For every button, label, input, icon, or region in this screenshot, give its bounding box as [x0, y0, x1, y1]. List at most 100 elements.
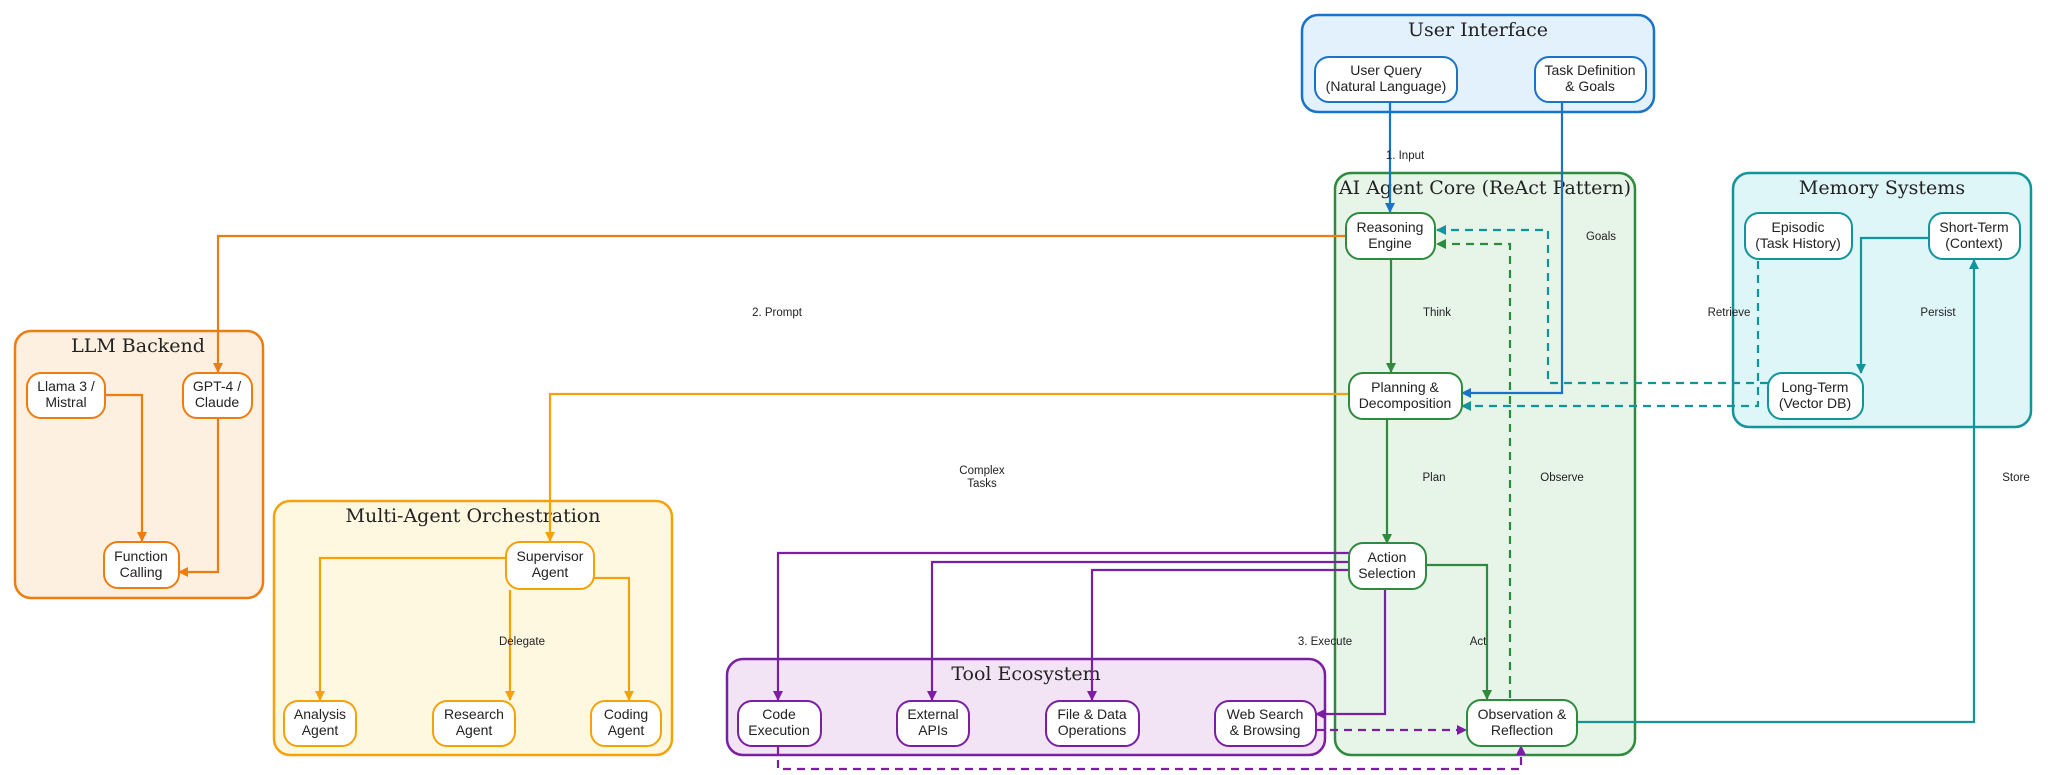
edge-label-execute: 3. Execute	[1298, 636, 1352, 648]
edge-act	[1426, 563, 1492, 700]
edge-label-store: Store	[2002, 472, 2030, 484]
svg-text:Analysis: Analysis	[294, 706, 346, 722]
svg-text:APIs: APIs	[918, 722, 948, 738]
cluster-title-llm-backend: LLM Backend	[71, 335, 205, 357]
svg-text:Agent: Agent	[456, 722, 493, 738]
edge-labels: 1. Input 2. Prompt Think Goals Retrieve …	[499, 150, 2030, 648]
svg-text:(Context): (Context)	[1945, 235, 2003, 251]
node-planning-decomposition: Planning & Decomposition	[1348, 372, 1463, 420]
cluster-title-memory-systems: Memory Systems	[1799, 177, 1965, 199]
edge-label-prompt: 2. Prompt	[752, 307, 803, 319]
svg-text:Llama 3 /: Llama 3 /	[37, 378, 95, 394]
edge-label-plan: Plan	[1422, 472, 1445, 484]
svg-text:Code: Code	[762, 706, 796, 722]
svg-text:(Natural Language): (Natural Language)	[1326, 78, 1447, 94]
svg-text:Long-Term: Long-Term	[1782, 379, 1849, 395]
edge-label-persist: Persist	[1920, 307, 1956, 319]
edge-gpt-function	[178, 415, 220, 577]
node-short-term: Short-Term (Context)	[1928, 212, 2021, 260]
svg-text:Web Search: Web Search	[1227, 706, 1304, 722]
svg-text:& Goals: & Goals	[1565, 78, 1615, 94]
svg-text:Execution: Execution	[748, 722, 809, 738]
node-episodic: Episodic (Task History)	[1744, 212, 1853, 260]
cluster-tool-ecosystem: Tool Ecosystem	[725, 657, 1327, 757]
svg-text:Short-Term: Short-Term	[1939, 219, 2008, 235]
edge-execute-code	[773, 551, 1350, 701]
svg-text:Agent: Agent	[532, 564, 569, 580]
node-long-term: Long-Term (Vector DB)	[1767, 372, 1864, 420]
svg-text:GPT-4 /: GPT-4 /	[193, 378, 241, 394]
cluster-title-user-interface: User Interface	[1408, 19, 1548, 41]
node-task-definition: Task Definition & Goals	[1534, 56, 1647, 103]
edge-observe	[1436, 239, 1512, 698]
edge-goals	[1461, 102, 1564, 398]
svg-text:Mistral: Mistral	[45, 394, 86, 410]
svg-text:External: External	[907, 706, 958, 722]
edge-label-goals: Goals	[1586, 231, 1616, 243]
node-function-calling: Function Calling	[103, 541, 180, 589]
edges	[104, 102, 1979, 771]
node-research-agent: Research Agent	[432, 700, 516, 747]
svg-text:File & Data: File & Data	[1057, 706, 1126, 722]
svg-text:Observation &: Observation &	[1478, 706, 1567, 722]
edge-label-input: 1. Input	[1386, 150, 1425, 162]
node-observation-reflection: Observation & Reflection	[1466, 699, 1578, 747]
svg-text:Coding: Coding	[604, 706, 648, 722]
svg-text:Agent: Agent	[302, 722, 339, 738]
edge-episodic-planning	[1461, 261, 1760, 411]
svg-text:Research: Research	[444, 706, 504, 722]
svg-text:(Vector DB): (Vector DB)	[1779, 395, 1851, 411]
edge-code-observation	[776, 745, 1526, 771]
edge-label-retrieve: Retrieve	[1708, 307, 1751, 319]
edge-label-observe: Observe	[1540, 472, 1583, 484]
svg-text:Supervisor: Supervisor	[517, 548, 584, 564]
svg-text:User Query: User Query	[1350, 62, 1422, 78]
edge-persist	[1856, 236, 1928, 374]
node-gpt: GPT-4 / Claude	[182, 372, 253, 419]
edge-delegate-analysis	[315, 556, 506, 701]
svg-text:Engine: Engine	[1368, 235, 1412, 251]
edge-label-complex-tasks-2: Tasks	[967, 478, 997, 490]
svg-text:Task Definition: Task Definition	[1544, 62, 1635, 78]
edge-complex-tasks	[545, 392, 1349, 542]
edge-label-act: Act	[1470, 636, 1487, 648]
svg-text:Agent: Agent	[608, 722, 645, 738]
node-llama: Llama 3 / Mistral	[26, 372, 106, 419]
node-supervisor-agent: Supervisor Agent	[505, 541, 595, 590]
node-coding-agent: Coding Agent	[590, 700, 662, 747]
node-action-selection: Action Selection	[1348, 542, 1427, 590]
svg-text:Reflection: Reflection	[1491, 722, 1553, 738]
svg-text:(Task History): (Task History)	[1755, 235, 1841, 251]
edge-prompt	[213, 234, 1346, 373]
edge-llama-function	[104, 393, 147, 542]
edge-retrieve	[1436, 225, 1768, 385]
edge-execute-web	[1315, 589, 1387, 719]
svg-text:Action: Action	[1368, 549, 1407, 565]
node-web-search: Web Search & Browsing	[1214, 700, 1317, 747]
node-analysis-agent: Analysis Agent	[283, 700, 357, 747]
edge-label-delegate: Delegate	[499, 636, 545, 648]
edge-execute-apis	[927, 560, 1350, 701]
svg-text:Reasoning: Reasoning	[1357, 219, 1424, 235]
cluster-title-tool-ecosystem: Tool Ecosystem	[951, 663, 1100, 685]
edge-execute-files	[1087, 568, 1350, 701]
edge-label-complex-tasks-1: Complex	[959, 465, 1005, 477]
edge-store	[1577, 259, 1979, 724]
cluster-ai-agent-core: AI Agent Core (ReAct Pattern)	[1333, 171, 1637, 757]
node-reasoning-engine: Reasoning Engine	[1345, 212, 1436, 260]
cluster-title-multi-agent: Multi-Agent Orchestration	[346, 505, 601, 527]
svg-text:Calling: Calling	[120, 564, 163, 580]
node-user-query: User Query (Natural Language)	[1314, 56, 1458, 103]
svg-text:& Browsing: & Browsing	[1230, 722, 1301, 738]
cluster-title-ai-agent-core: AI Agent Core (ReAct Pattern)	[1338, 177, 1631, 199]
node-code-execution: Code Execution	[737, 700, 822, 747]
svg-text:Planning &: Planning &	[1371, 379, 1439, 395]
svg-text:Operations: Operations	[1058, 722, 1126, 738]
svg-text:Claude: Claude	[195, 394, 240, 410]
edge-delegate-coding	[594, 576, 634, 701]
node-external-apis: External APIs	[896, 700, 970, 747]
svg-text:Selection: Selection	[1358, 565, 1416, 581]
svg-text:Episodic: Episodic	[1772, 219, 1825, 235]
svg-text:Decomposition: Decomposition	[1359, 395, 1452, 411]
